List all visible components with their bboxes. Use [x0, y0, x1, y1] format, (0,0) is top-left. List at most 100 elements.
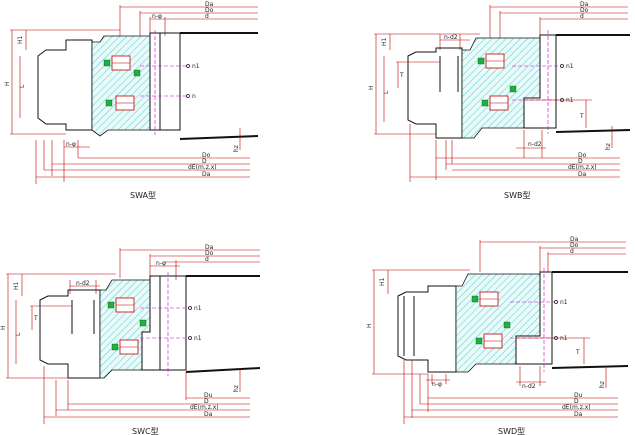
label-t-right: T: [575, 349, 580, 356]
label-du-bottom: Du: [204, 392, 213, 399]
bottom-dimensions: n-d2 Do D dE(m.z.x) Da: [409, 124, 620, 182]
label-d-top: d: [205, 13, 209, 20]
label-h: H: [0, 325, 7, 330]
label-n1-bottom: n1: [560, 335, 568, 342]
label-n1-top: n1: [194, 305, 202, 312]
outer-ring-left: [397, 285, 457, 373]
seal-top: [477, 57, 485, 65]
label-l: L: [15, 332, 22, 336]
shaft-bottom-line: [185, 367, 261, 373]
label-do-top: Do: [205, 250, 214, 257]
label-da-bottom: Da: [578, 171, 587, 178]
bottom-dimensions: Du D dE(m.z.x) Da: [43, 366, 250, 424]
label-da-bottom: Da: [202, 171, 211, 178]
label-do-bottom: Do: [578, 152, 587, 159]
panel-swc: Da Do d n-φ n-d2 n1 n1: [0, 244, 261, 435]
top-dimensions: Da Do d n-d2: [439, 1, 628, 50]
label-da-bottom: Da: [204, 411, 213, 418]
panel-swa: Da Do d n-φ n1 n: [4, 1, 259, 200]
label-de-bottom: dE(m.z.x): [568, 164, 597, 171]
label-du-bottom: Du: [574, 392, 583, 399]
seal-mid: [503, 321, 511, 329]
seal-top: [107, 301, 115, 309]
caption-swc: SWC型: [132, 427, 159, 435]
seal-bottom: [475, 337, 483, 345]
label-da-top: Da: [205, 244, 214, 251]
label-hole-bottom-right: n-d2: [522, 383, 536, 390]
label-de-bottom: dE(m.z.x): [190, 404, 219, 411]
label-hole-left: n-d2: [76, 280, 90, 287]
inner-ring: [141, 275, 187, 371]
shaft-bottom-line: [555, 129, 631, 133]
inner-ring: [523, 34, 557, 129]
label-hole-bottom: n-φ: [66, 141, 76, 148]
label-n1-bottom: n1: [566, 97, 574, 104]
caption-swa: SWA型: [130, 191, 156, 200]
shaft-bottom-line: [179, 135, 259, 140]
left-dimensions: H1 H L: [4, 29, 120, 135]
label-d-bottom: D: [578, 158, 583, 165]
caption-swb: SWB型: [504, 191, 530, 200]
label-h: H: [368, 85, 375, 90]
label-de-bottom: dE(m.z.x): [188, 164, 217, 171]
left-dimensions: H1 H T L: [0, 273, 116, 379]
bottom-dimensions: n-φ Do D dE(m.z.x) Da: [35, 140, 250, 184]
label-l: L: [19, 84, 26, 88]
label-de-bottom: dE(m.z.x): [562, 404, 591, 411]
label-hz: hz: [605, 143, 612, 150]
label-d-bottom: D: [202, 158, 207, 165]
left-dimensions: H1 H T L: [368, 33, 480, 135]
label-n: n: [192, 93, 196, 100]
label-n1-top: n1: [566, 63, 574, 70]
label-hole-bottom: n-d2: [528, 141, 542, 148]
label-hz: hz: [233, 385, 240, 392]
outer-ring-left: [37, 39, 93, 131]
label-h: H: [4, 81, 11, 86]
label-do-bottom: Do: [202, 152, 211, 159]
label-hz: hz: [599, 381, 606, 388]
ring-body-hatched: [91, 35, 151, 137]
label-hz: hz: [233, 145, 240, 152]
label-n1: n1: [192, 63, 200, 70]
label-n1-top: n1: [560, 299, 568, 306]
top-dimensions: Da Do d n-φ n-d2: [69, 244, 260, 294]
top-dimensions: Da Do d: [479, 236, 626, 272]
top-dimensions: Da Do d n-φ: [119, 1, 258, 40]
panel-swb: Da Do d n-d2 n1 n1 H1: [368, 1, 631, 200]
label-do-top: Do: [570, 242, 579, 249]
label-t-right: T: [579, 113, 584, 120]
label-h1: H1: [13, 281, 20, 290]
label-n1-bottom: n1: [194, 335, 202, 342]
label-t-left: T: [399, 72, 404, 79]
label-do-top: Do: [580, 7, 589, 14]
left-dimensions: H1 H: [366, 269, 470, 375]
inner-ring: [515, 271, 553, 365]
shaft-bottom-line: [551, 365, 629, 369]
seal-top: [103, 59, 111, 67]
outer-ring-left: [39, 289, 101, 379]
label-do-top: Do: [205, 7, 214, 14]
label-h1: H1: [17, 35, 24, 44]
seal-mid: [509, 85, 517, 93]
label-d-bottom: D: [574, 398, 579, 405]
label-da-top: Da: [570, 236, 579, 243]
label-h1: H1: [381, 37, 388, 46]
label-da-bottom: Da: [574, 411, 583, 418]
label-d-top: d: [570, 248, 574, 255]
label-h: H: [366, 323, 373, 328]
seal-bottom: [105, 99, 113, 107]
outer-ring-left: [407, 47, 463, 139]
label-d-top: d: [205, 256, 209, 263]
bottom-dimensions: n-φ n-d2 Du D dE(m.z.x) Da: [403, 360, 618, 424]
label-hole-top: n-d2: [444, 34, 458, 41]
seal-bottom: [111, 343, 119, 351]
label-t: T: [33, 315, 38, 322]
seal-top: [471, 295, 479, 303]
ring-body-hatched: [455, 273, 541, 373]
caption-swd: SWD型: [498, 427, 525, 435]
label-h1: H1: [379, 277, 386, 286]
label-hole-top: n-φ: [152, 13, 162, 20]
label-l: L: [383, 90, 390, 94]
label-hole-top: n-φ: [156, 260, 166, 267]
